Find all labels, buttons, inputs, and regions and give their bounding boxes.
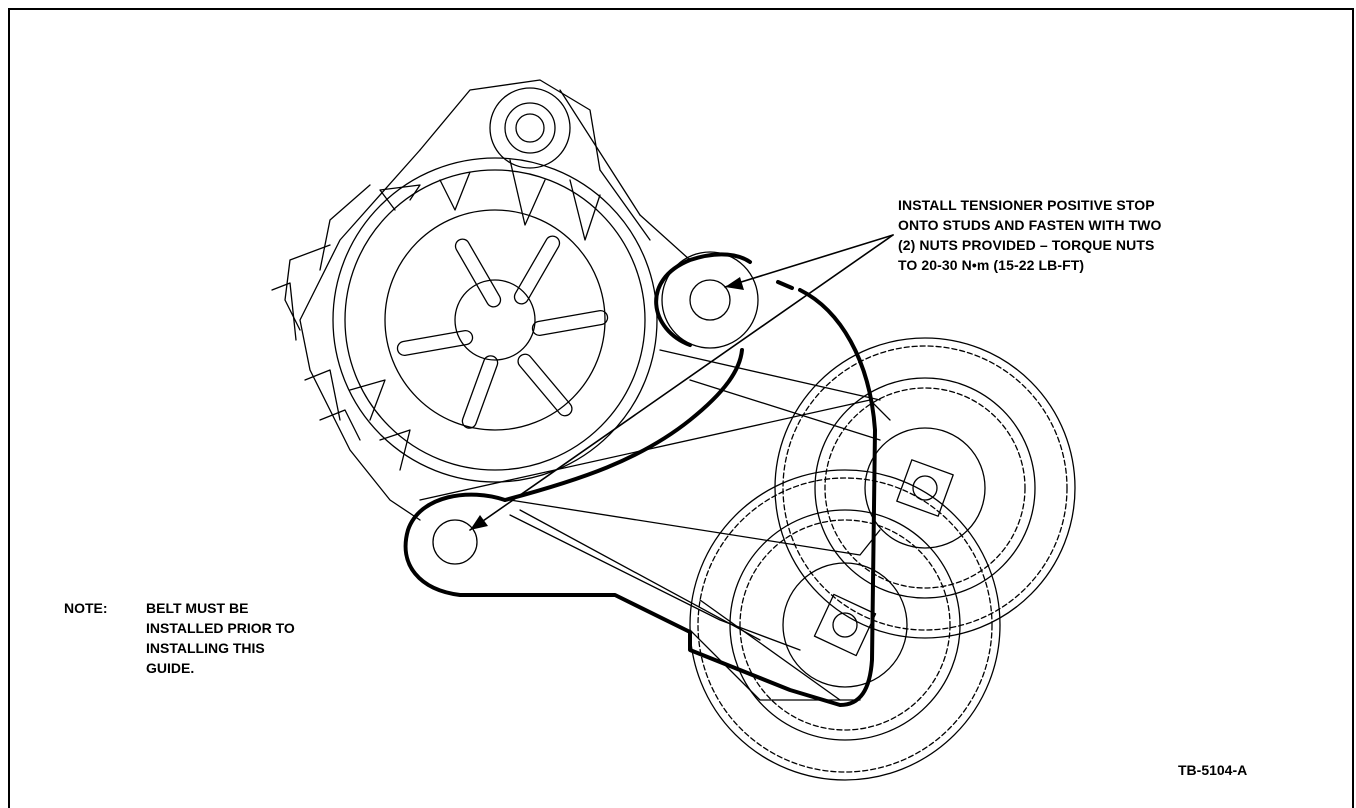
figure-frame (8, 8, 1354, 808)
positive-stop-guide (403, 252, 877, 707)
lower-stud (432, 519, 478, 565)
callout-line: TO 20-30 N•m (15-22 LB-FT) (898, 257, 1085, 273)
upper-stud (661, 251, 759, 349)
note-label: NOTE: (64, 600, 108, 616)
note-text: BELT MUST BE INSTALLED PRIOR TO INSTALLI… (146, 598, 295, 678)
callout-line: INSTALL TENSIONER POSITIVE STOP (898, 197, 1155, 213)
note-line: INSTALLING THIS (146, 640, 265, 656)
tensioner-arm (419, 349, 891, 701)
idler-pulley-upper (774, 337, 1076, 639)
housing-outline (271, 149, 691, 521)
pulley-wheel (332, 157, 658, 483)
install-callout: INSTALL TENSIONER POSITIVE STOP ONTO STU… (898, 195, 1338, 275)
upper-mount-boss (419, 79, 641, 216)
figure-id: TB-5104-A (1178, 762, 1248, 778)
callout-line: (2) NUTS PROVIDED – TORQUE NUTS (898, 237, 1155, 253)
note-line: BELT MUST BE (146, 600, 249, 616)
idler-pulley-lower (689, 469, 1001, 781)
callout-line: ONTO STUDS AND FASTEN WITH TWO (898, 217, 1162, 233)
callout-arrows (469, 234, 894, 531)
note-line: INSTALLED PRIOR TO (146, 620, 295, 636)
note-line: GUIDE. (146, 660, 195, 676)
